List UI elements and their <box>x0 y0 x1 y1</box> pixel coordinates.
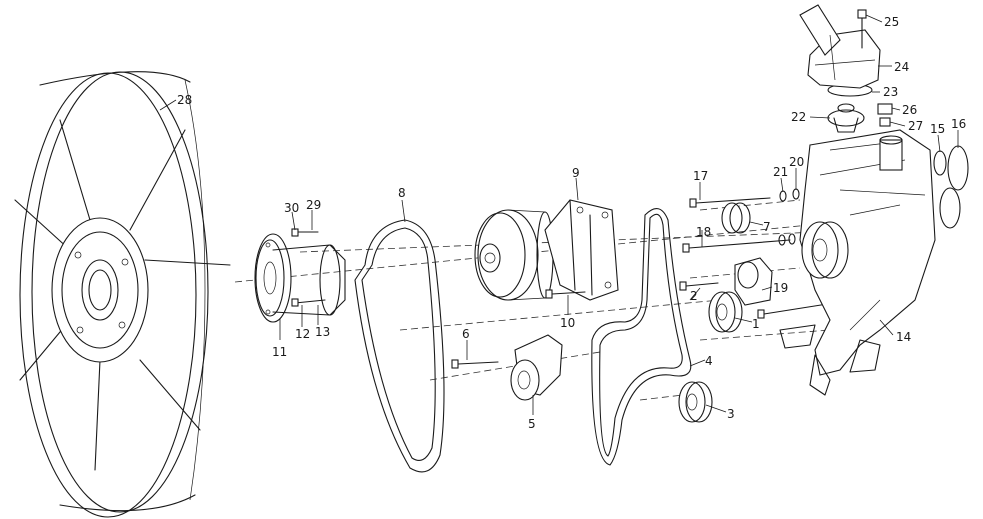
callout-2: 2 <box>690 289 698 303</box>
pump-bolt-part <box>545 289 586 299</box>
callout-22: 22 <box>791 110 806 124</box>
callout-25: 25 <box>884 15 899 29</box>
callout-4: 4 <box>705 354 713 368</box>
callout-7: 7 <box>763 220 771 234</box>
thermostat-part <box>827 103 865 133</box>
tensioner-part <box>510 334 563 401</box>
callout-1: 1 <box>752 317 760 331</box>
callout-24: 24 <box>894 60 909 74</box>
callout-27: 27 <box>908 119 923 133</box>
long-bolt-17-part <box>689 197 771 208</box>
belt-tensioner-part <box>734 257 773 306</box>
callout-21: 21 <box>773 165 788 179</box>
callout-15: 15 <box>930 122 945 136</box>
washers-part <box>778 188 800 246</box>
pump-pulley-part <box>474 199 619 301</box>
thermostat-housing-part <box>799 4 881 89</box>
callout-3: 3 <box>727 407 735 421</box>
drive-belt-part <box>591 208 692 466</box>
fan-belt-part <box>354 219 445 473</box>
callout-12: 12 <box>295 327 310 341</box>
seal-rings-part <box>933 145 969 229</box>
fan-spacer-part <box>254 233 346 323</box>
callout-30: 30 <box>284 201 299 215</box>
callout-6: 6 <box>462 327 470 341</box>
tensioner-bolt-part <box>451 359 499 369</box>
plug-26-27-part <box>877 103 893 127</box>
hub-bolts-part <box>291 228 326 307</box>
leader-lines <box>159 14 959 415</box>
fan-part <box>14 71 231 518</box>
belt-pulley-part <box>708 291 743 333</box>
callout-26: 26 <box>902 103 917 117</box>
callout-18: 18 <box>696 225 711 239</box>
pulley-bolt-part <box>679 281 719 291</box>
callout-10: 10 <box>560 316 575 330</box>
housing-part <box>779 129 936 396</box>
callout-23: 23 <box>883 85 898 99</box>
callout-14: 14 <box>896 330 911 344</box>
callout-11: 11 <box>272 345 287 359</box>
idler-7-part <box>721 202 751 234</box>
callout-20: 20 <box>789 155 804 169</box>
callout-17: 17 <box>693 169 708 183</box>
long-bolt-18-part <box>682 239 791 253</box>
idler-pulley-part <box>678 381 713 423</box>
callout-9: 9 <box>572 166 580 180</box>
callout-13: 13 <box>315 325 330 339</box>
callout-19: 19 <box>773 281 788 295</box>
callout-labels: 1 2 3 4 5 6 7 8 9 10 11 12 13 14 15 16 1… <box>177 15 966 431</box>
callout-8: 8 <box>398 186 406 200</box>
housing-bolt-25-part <box>857 9 867 49</box>
callout-28: 28 <box>177 93 192 107</box>
callout-16: 16 <box>951 117 966 131</box>
callout-29: 29 <box>306 198 321 212</box>
callout-5: 5 <box>528 417 536 431</box>
